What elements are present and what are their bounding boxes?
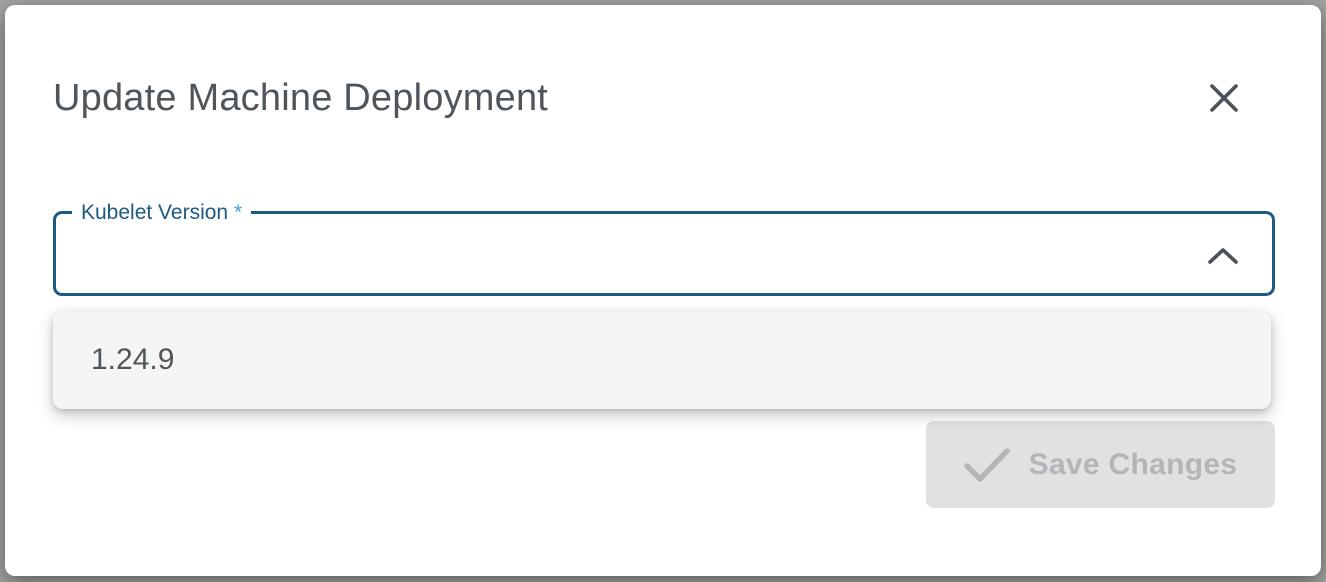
close-icon [1210, 84, 1238, 112]
field-label-text: Kubelet Version [81, 201, 229, 224]
dialog-title: Update Machine Deployment [53, 77, 549, 119]
save-changes-label: Save Changes [1028, 447, 1238, 481]
kubelet-version-select[interactable]: Kubelet Version * [53, 200, 1275, 296]
kubelet-version-options-panel: 1.24.9 [53, 311, 1271, 409]
close-button[interactable] [1197, 71, 1251, 125]
checkmark-icon [963, 447, 1010, 482]
save-changes-button[interactable]: Save Changes [926, 421, 1275, 508]
update-machine-deployment-dialog: Update Machine Deployment Kubelet Versio… [5, 5, 1321, 576]
chevron-up-icon [1208, 248, 1238, 264]
kubelet-version-option[interactable]: 1.24.9 [91, 343, 175, 376]
kubelet-version-label: Kubelet Version * [72, 200, 252, 226]
required-asterisk: * [233, 201, 243, 224]
